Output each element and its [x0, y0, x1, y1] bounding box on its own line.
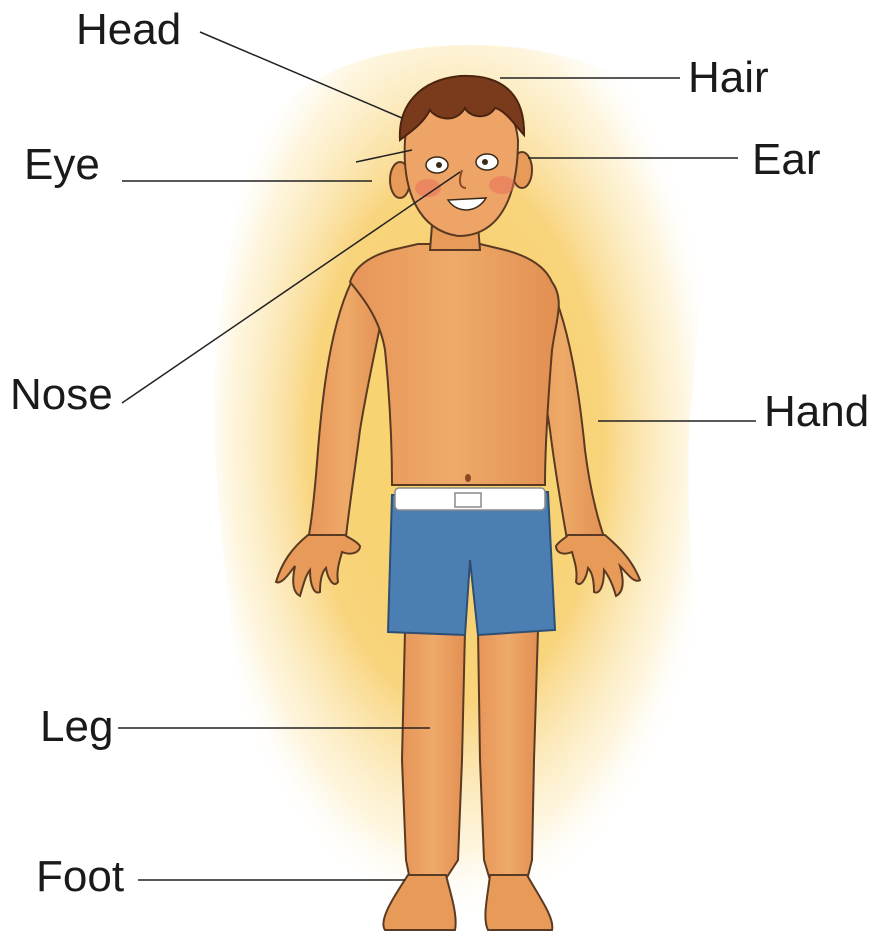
label-hand: Hand	[764, 390, 869, 434]
label-hair: Hair	[688, 56, 769, 100]
navel	[465, 474, 471, 482]
label-eye: Eye	[24, 143, 100, 187]
cheek-right	[489, 176, 515, 194]
label-leg: Leg	[40, 705, 113, 749]
label-foot: Foot	[36, 855, 124, 899]
label-head: Head	[76, 8, 181, 52]
label-ear: Ear	[752, 138, 820, 182]
label-nose: Nose	[10, 373, 113, 417]
